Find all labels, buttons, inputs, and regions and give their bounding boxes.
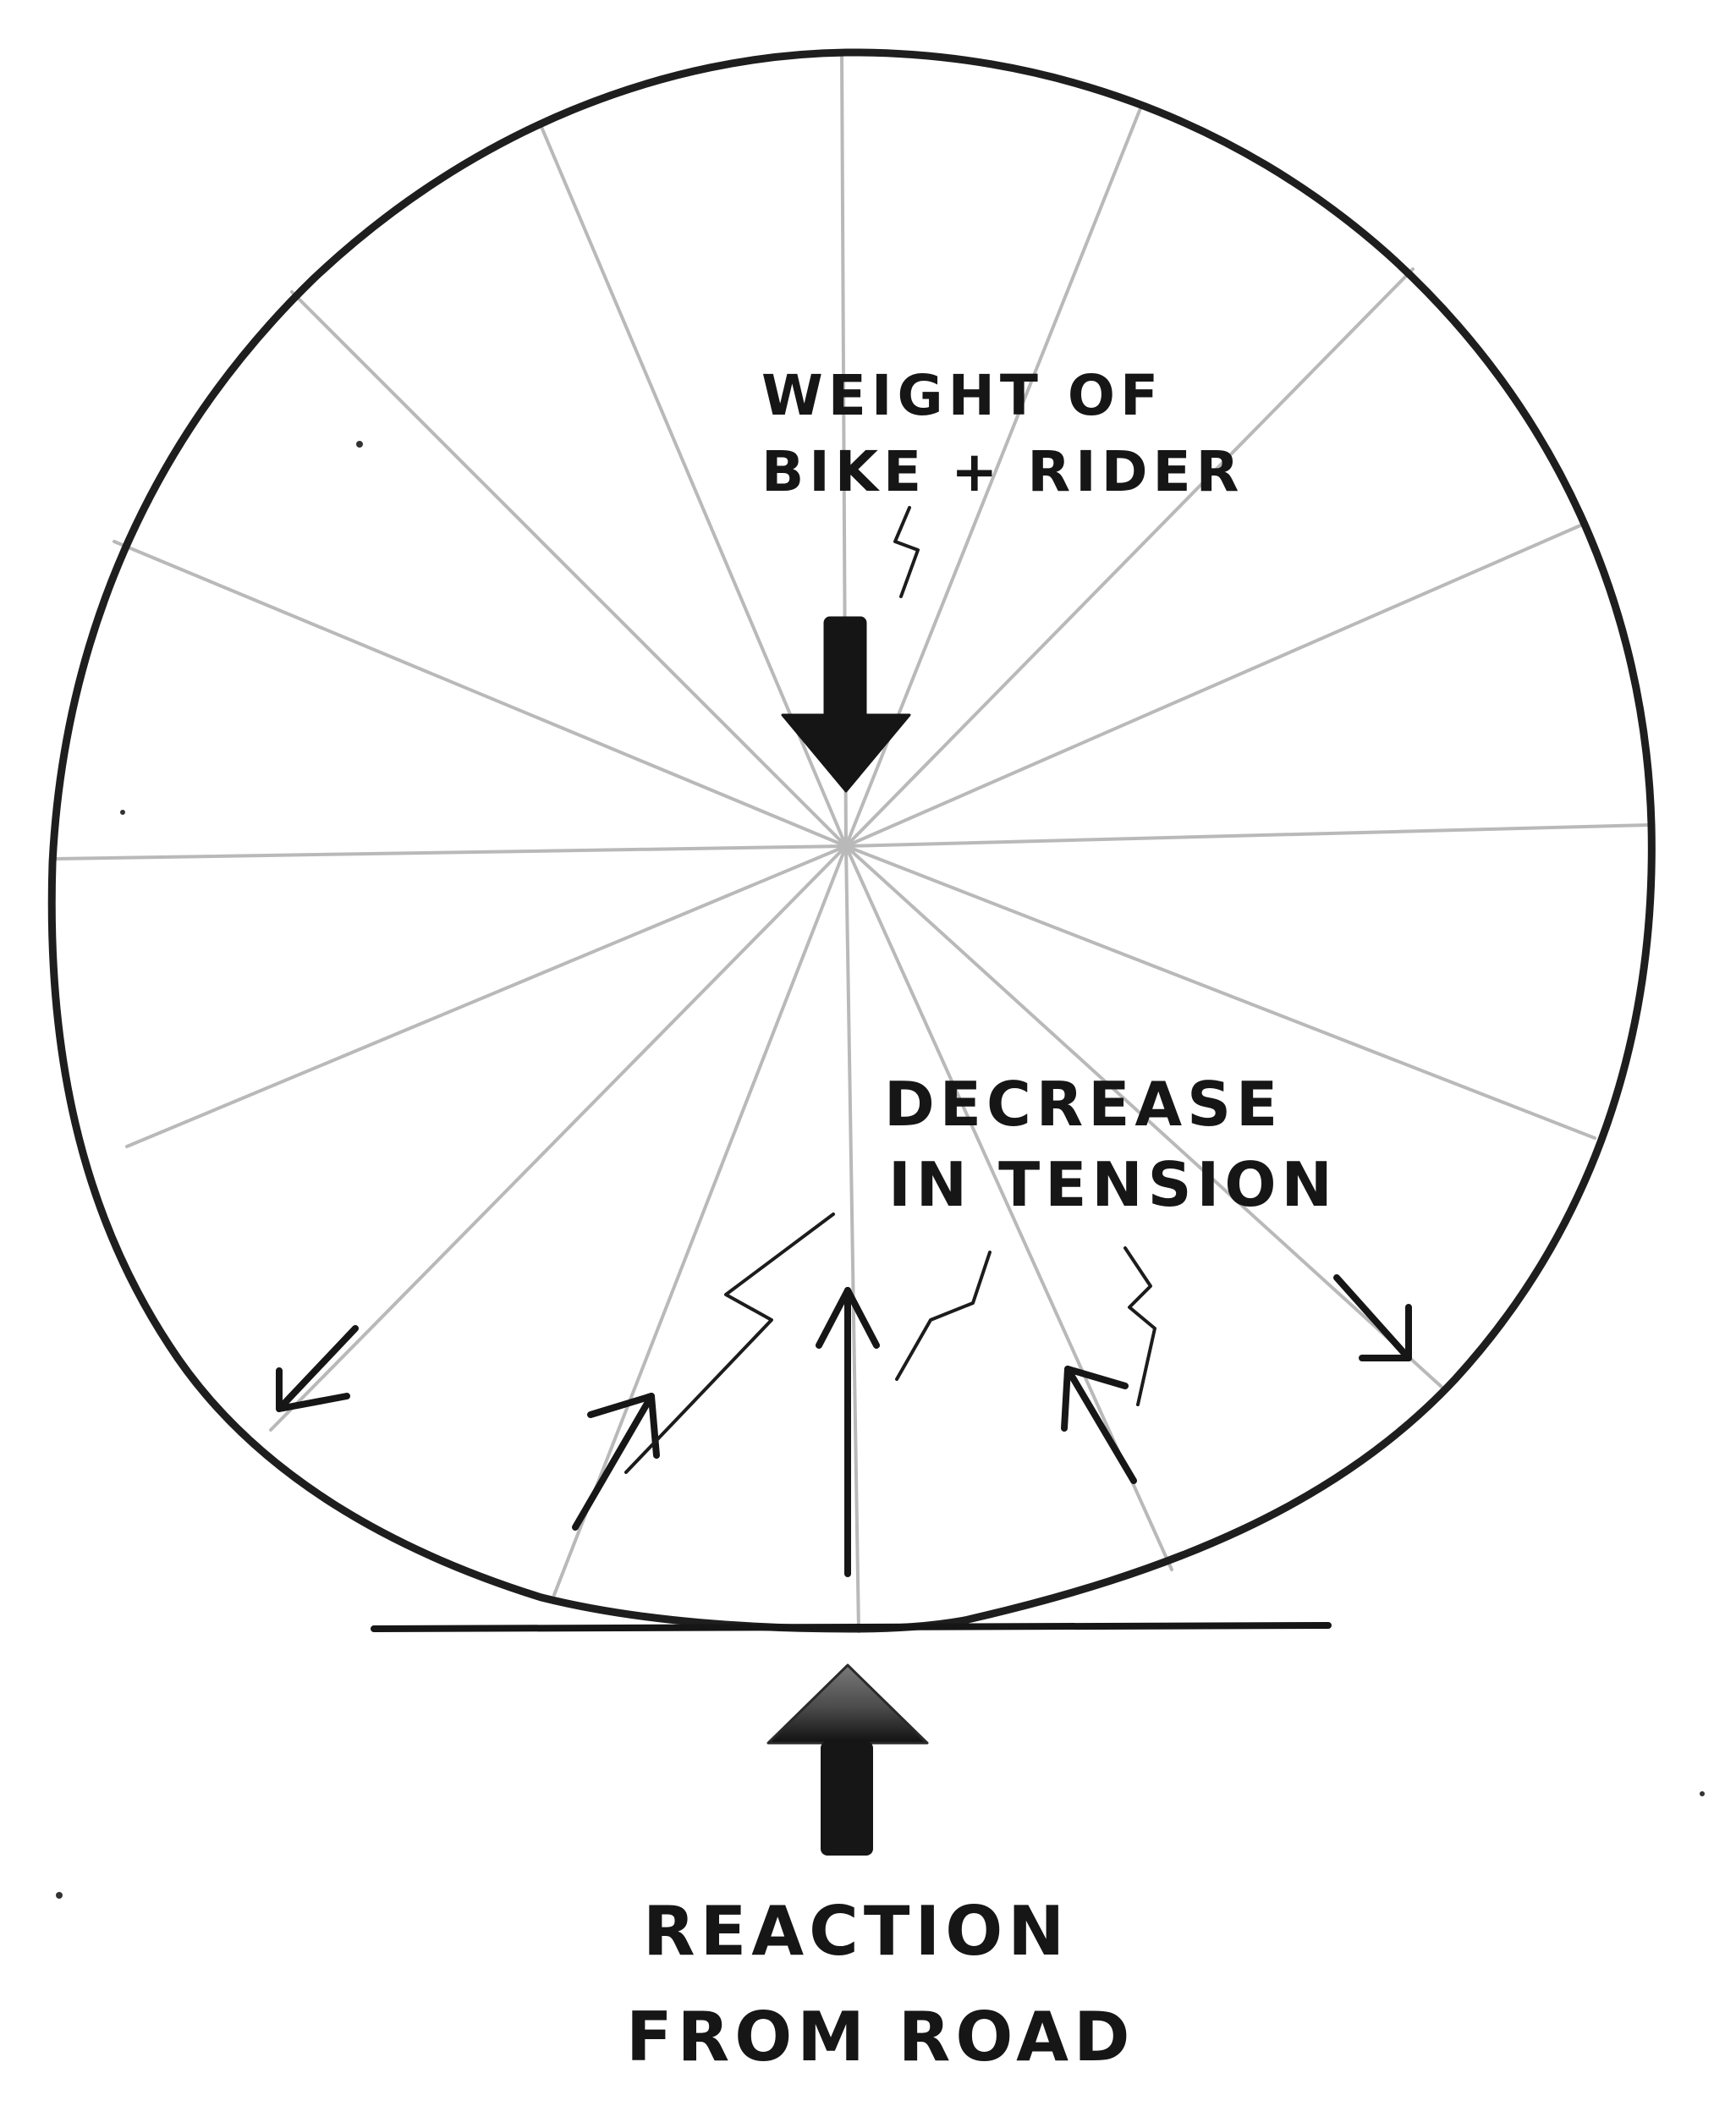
road-line <box>371 1622 1332 1632</box>
spoke <box>844 844 1596 1140</box>
tension-arrows <box>276 1274 1412 1577</box>
weight-leader <box>893 506 920 598</box>
spoke <box>125 844 848 1148</box>
spoke <box>53 844 848 861</box>
tension-leader-3 <box>1123 1246 1156 1406</box>
tension-arrow-far-left <box>276 1325 359 1412</box>
reaction-label-line2: FROM ROAD <box>626 1998 1135 2076</box>
wheel-rim <box>47 48 1656 1625</box>
reaction-label-line1: REACTION <box>643 1892 1069 1971</box>
weight-arrow <box>781 616 911 793</box>
tension-leader-2 <box>895 1251 992 1381</box>
spoke <box>844 521 1588 848</box>
spoke <box>552 844 848 1597</box>
spoke <box>113 540 848 848</box>
decrease-label-line1: DECREASE <box>884 1069 1283 1140</box>
tension-arrow-left <box>572 1393 655 1531</box>
tension-arrow-right <box>1064 1366 1137 1484</box>
tension-leader-1 <box>624 1212 835 1474</box>
paper-specks <box>56 441 1705 1899</box>
spoke <box>844 823 1651 848</box>
weight-label-line2: BIKE + RIDER <box>761 439 1244 504</box>
spoke <box>844 267 1415 848</box>
wheel-spokes <box>53 51 1651 1633</box>
spoke <box>844 844 860 1633</box>
weight-label-line1: WEIGHT OF <box>761 363 1163 428</box>
spoke <box>269 844 848 1432</box>
reaction-arrow <box>766 1663 929 1856</box>
spoke <box>844 844 1444 1389</box>
leader-lines <box>624 506 1156 1474</box>
decrease-label-line2: IN TENSION <box>888 1149 1338 1220</box>
spoke <box>290 290 848 848</box>
tension-arrow-far-right <box>1333 1274 1412 1361</box>
